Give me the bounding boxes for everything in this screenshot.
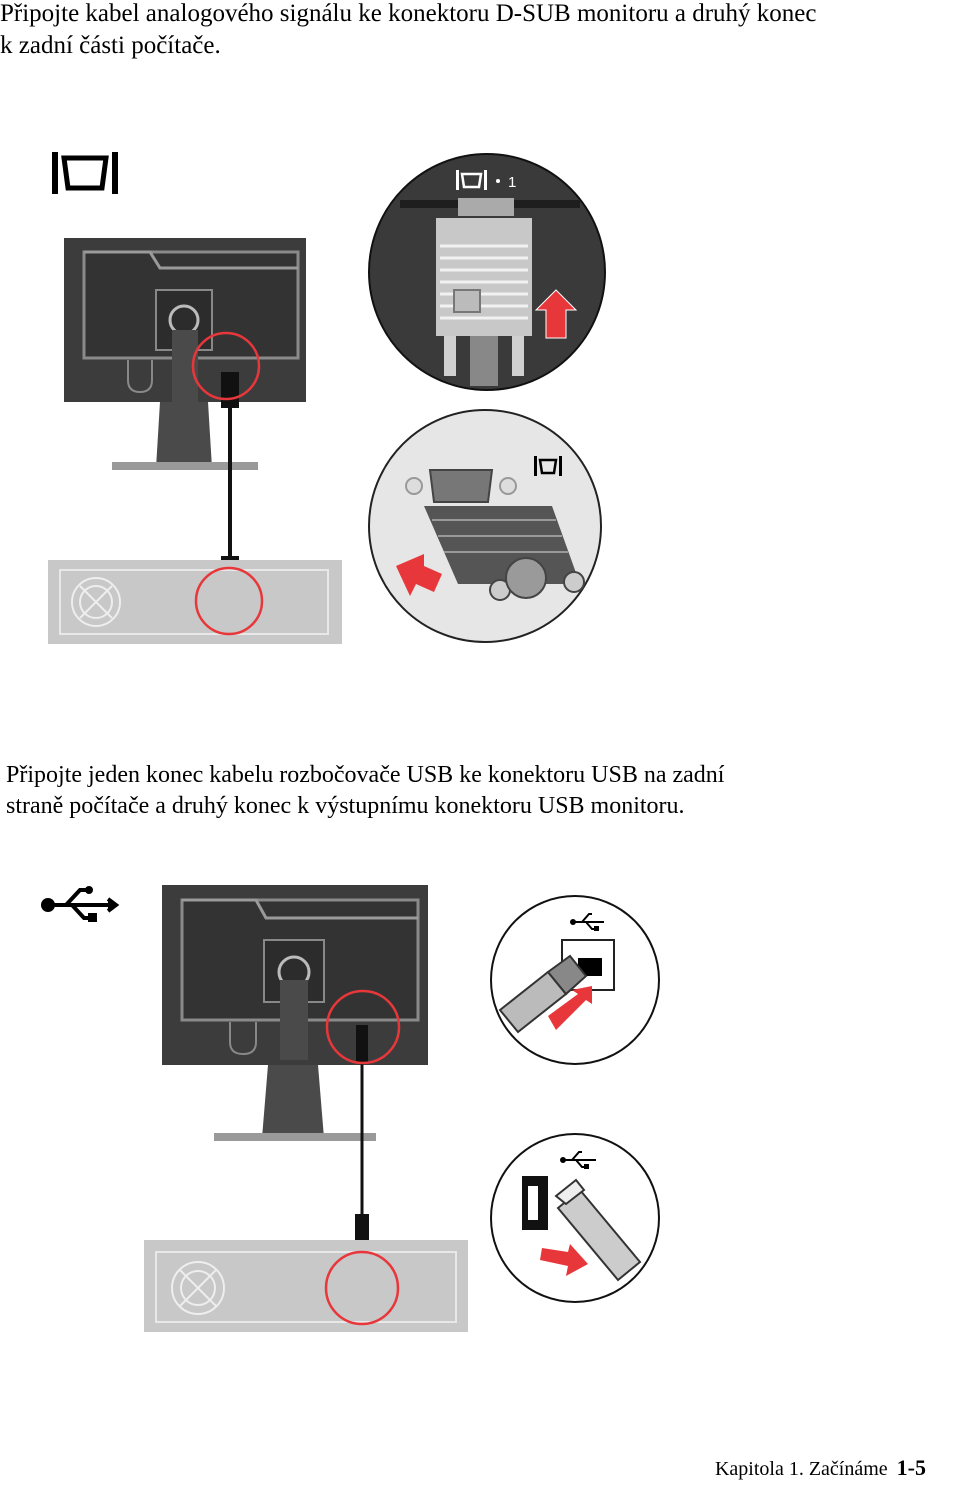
arrow-icon [548,986,592,1030]
page-footer: Kapitola 1. Začínáme 1-5 [715,1455,926,1481]
vga-icon [456,170,487,190]
vga-icon [52,152,118,194]
chapter-title: Kapitola 1. Začínáme [714,1458,888,1480]
instruction-vga: Připojte kabel analogového signálu ke ko… [0,0,817,62]
instruction-usb-line-1: Připojte jeden konec kabelu rozbočovače … [6,762,725,788]
usb-icon [570,913,604,931]
arrow-icon [540,1244,588,1276]
vga-connection-figure: 1 [48,152,606,644]
usb-connection-figure [41,885,660,1332]
instruction-vga-line-2: k zadní části počítače. [0,32,221,59]
pc-port-highlight [194,566,264,636]
monitor-back [162,885,428,1141]
pc-port-highlight [324,1250,400,1326]
monitor-back [64,238,306,470]
instruction-usb-line-2: straně počítače a druhý konec k výstupní… [6,793,685,819]
page-number: 1-5 [896,1455,926,1480]
monitor-port-highlight [191,331,261,401]
detail-monitor-vga: 1 [368,153,606,391]
usb-icon [560,1151,596,1169]
usb-cable [355,1025,369,1248]
port-number-label: 1 [508,174,516,191]
usb-icon [41,886,120,922]
instruction-usb: Připojte jeden konec kabelu rozbočovače … [6,760,724,822]
vga-cable [221,372,239,592]
detail-pc-usb [490,1133,660,1303]
monitor-port-highlight [325,989,401,1065]
vga-icon [534,456,562,476]
instruction-vga-line-1: Připojte kabel analogového signálu ke ko… [0,0,817,27]
arrow-icon [396,554,442,596]
arrow-icon [534,289,578,339]
detail-monitor-usb [490,895,660,1065]
detail-pc-vga [368,409,602,643]
computer-back [144,1240,468,1332]
computer-back [48,560,342,644]
